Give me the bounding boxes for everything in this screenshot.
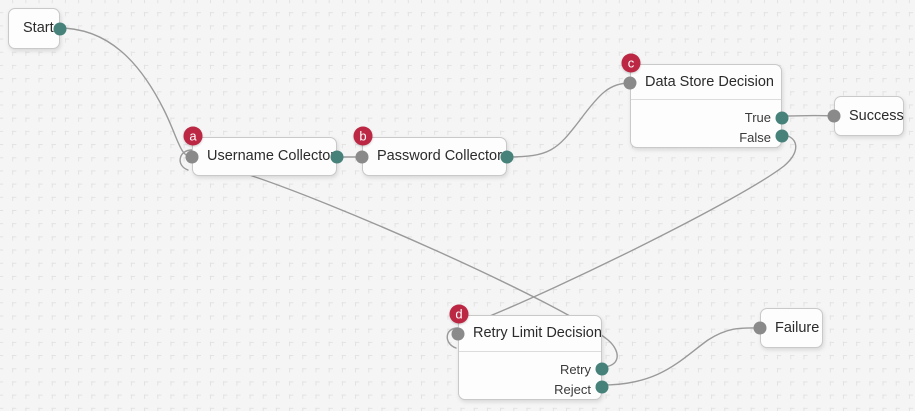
node-badge-d[interactable]: d — [449, 304, 469, 324]
port-out-data-store-decision-true[interactable] — [775, 111, 789, 125]
output-row-false[interactable]: False — [631, 127, 781, 147]
node-failure[interactable]: Failure — [760, 308, 823, 348]
port-in-success[interactable] — [827, 109, 841, 123]
port-in-failure[interactable] — [753, 321, 767, 335]
node-title: Username Collector — [207, 148, 336, 165]
output-row-true[interactable]: True — [631, 107, 781, 127]
output-row-retry[interactable]: Retry — [459, 359, 601, 379]
node-title: Failure — [775, 319, 820, 336]
node-username-collector[interactable]: Username Collector — [192, 137, 337, 176]
node-title: Start — [23, 20, 54, 37]
port-out-password-collector[interactable] — [500, 150, 514, 163]
port-in-password-collector[interactable] — [355, 150, 369, 163]
node-title: Retry Limit Decision — [473, 325, 602, 342]
port-out-data-store-decision-false[interactable] — [775, 129, 789, 143]
port-out-username-collector[interactable] — [330, 150, 344, 163]
port-out-retry-limit-decision-retry[interactable] — [595, 362, 609, 376]
node-header: Retry Limit Decision — [459, 316, 602, 352]
node-badge-a[interactable]: a — [183, 126, 203, 146]
node-success[interactable]: Success — [834, 96, 904, 136]
output-label: Retry — [559, 361, 591, 377]
port-out-retry-limit-decision-reject[interactable] — [595, 380, 609, 394]
edge-datastore-false-to-retrylimit[interactable] — [457, 133, 797, 336]
node-title: Success — [849, 107, 904, 124]
node-title: Password Collector — [377, 148, 502, 165]
node-header: Data Store Decision — [631, 65, 781, 100]
edge-start-to-username[interactable] — [58, 27, 193, 158]
output-label: False — [739, 129, 771, 145]
node-badge-b[interactable]: b — [353, 126, 373, 146]
node-start[interactable]: Start — [8, 8, 60, 49]
port-in-retry-limit-decision[interactable] — [451, 327, 465, 341]
node-title: Data Store Decision — [645, 73, 774, 90]
node-badge-c[interactable]: c — [621, 53, 641, 73]
port-in-username-collector[interactable] — [185, 150, 199, 163]
port-in-data-store-decision[interactable] — [623, 76, 637, 90]
output-row-reject[interactable]: Reject — [459, 379, 601, 399]
output-label: True — [744, 109, 771, 125]
edge-retrylimit-reject-to-failure[interactable] — [601, 327, 761, 386]
node-password-collector[interactable]: Password Collector — [362, 137, 507, 176]
output-label: Reject — [554, 381, 591, 397]
port-out-start[interactable] — [53, 22, 67, 35]
edge-password-to-datastore[interactable] — [506, 82, 631, 158]
